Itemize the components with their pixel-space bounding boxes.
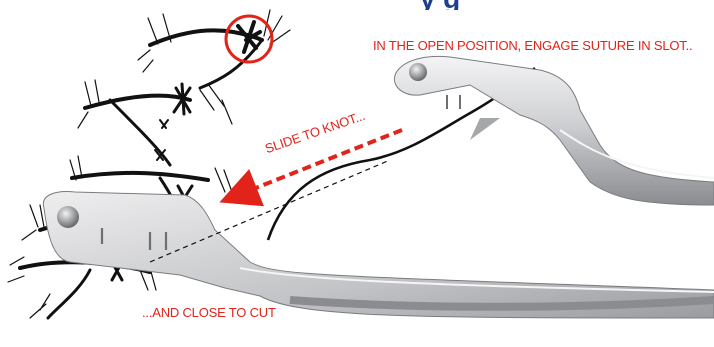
slide-arrow — [238, 130, 402, 195]
suture-cutter-closed — [43, 192, 714, 318]
caption-open-position: IN THE OPEN POSITION, ENGAGE SUTURE IN S… — [373, 38, 692, 53]
caption-close-to-cut: ...AND CLOSE TO CUT — [142, 305, 276, 320]
